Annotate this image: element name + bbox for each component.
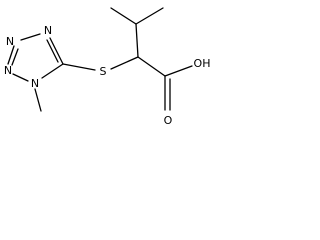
molecule-svg: N N N N S OH O: [4, 7, 211, 127]
ring-n4-label: N: [44, 24, 52, 37]
ring-bond-c5-n4-double: [46, 39, 59, 63]
alpha-to-carboxyl-bond: [137, 56, 166, 77]
isopropyl-methyl-left-bond: [110, 7, 137, 25]
ring-bond-n3-c5: [41, 63, 64, 79]
ring-n1-label: N: [6, 35, 14, 48]
ring-bond-n1-n2-double: [11, 48, 19, 66]
ring-bond-n4-n1: [20, 33, 41, 41]
hydroxyl-label: OH: [194, 57, 211, 70]
ring-to-sulfur-bond: [62, 63, 96, 71]
carboxyl-to-hydroxyl-bond: [164, 65, 193, 77]
ring-n3-label: N: [31, 77, 39, 90]
carbonyl-oxygen-label: O: [164, 114, 173, 127]
structure-diagram: N N N N S OH O: [0, 0, 227, 132]
methyl-bond: [34, 88, 42, 112]
ring-bond-n1-n2: [7, 45, 15, 65]
ring-n2-label: N: [4, 64, 12, 77]
alpha-to-isopropyl-bond: [135, 23, 139, 58]
sulfur-to-alpha-bond: [110, 56, 139, 70]
sulfur-label: S: [100, 65, 107, 78]
ring-bond-c5-n4: [49, 37, 64, 65]
ring-bond-n2-n3: [12, 73, 29, 82]
isopropyl-methyl-right-bond: [135, 7, 164, 25]
